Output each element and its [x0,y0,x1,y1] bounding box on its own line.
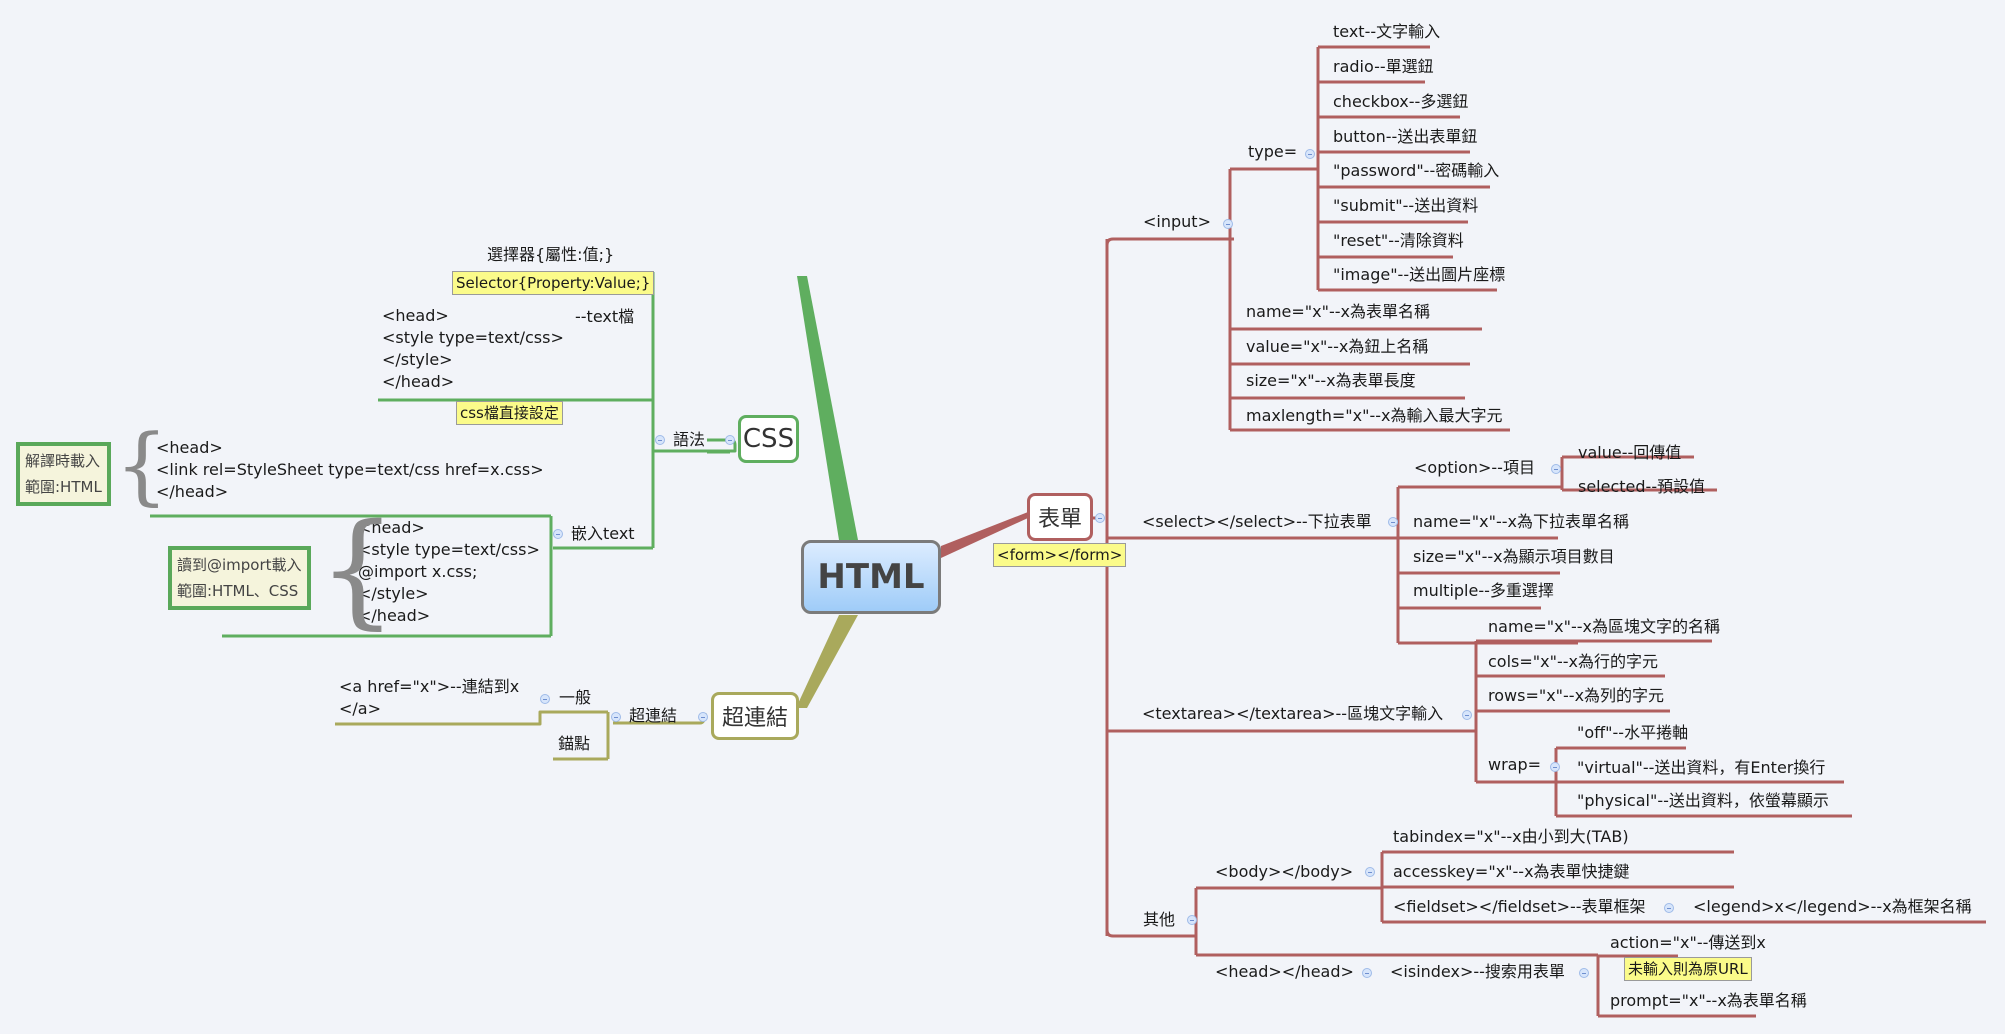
topic-isindex[interactable]: <isindex>--搜索用表單 [1390,962,1565,981]
input-attr[interactable]: size="x"--x為表單長度 [1246,371,1416,390]
collapse-select-icon[interactable] [1388,517,1398,527]
topic-general[interactable]: 一般 [559,688,592,707]
css-import-block[interactable]: <head> <style type=text/css> @import x.c… [358,518,540,625]
brace-import: { [318,498,397,642]
brace-link: { [115,416,169,514]
wrap-value[interactable]: "physical"--送出資料，依螢幕顯示 [1577,791,1829,810]
sticky-import-note: 讀到@import載入 範圍:HTML、CSS [168,546,311,610]
select-attr[interactable]: multiple--多重選擇 [1413,581,1554,600]
topic-textarea[interactable]: <textarea></textarea>--區塊文字輸入 [1142,704,1444,723]
topic-embed[interactable]: 嵌入text [571,524,635,543]
textarea-attr[interactable]: rows="x"--x為列的字元 [1488,686,1665,705]
wrap-value[interactable]: "off"--水平捲軸 [1577,723,1689,742]
topic-anchor[interactable]: 錨點 [558,734,591,753]
type-item[interactable]: "reset"--清除資料 [1333,231,1464,250]
collapse-other-icon[interactable] [1187,915,1197,925]
input-attr[interactable]: value="x"--x為鈕上名稱 [1246,337,1429,356]
topic-hyperlink[interactable]: 超連結 [629,706,678,725]
collapse-textarea-icon[interactable] [1462,710,1472,720]
option-attr[interactable]: value--回傳值 [1578,443,1682,462]
topic-input[interactable]: <input> [1143,212,1211,231]
collapse-option-icon[interactable] [1551,464,1561,474]
topic-option[interactable]: <option>--項目 [1414,458,1535,477]
wrap-value[interactable]: "virtual"--送出資料，有Enter換行 [1577,758,1826,777]
textarea-attr[interactable]: name="x"--x為區塊文字的名稱 [1488,617,1720,636]
input-attr[interactable]: name="x"--x為表單名稱 [1246,302,1430,321]
collapse-type-icon[interactable] [1305,149,1315,159]
collapse-hyperlink-sub-icon[interactable] [611,712,621,722]
branch-hyperlink [796,615,858,708]
collapse-syntax-icon[interactable] [655,435,665,445]
type-item[interactable]: button--送出表單鈕 [1333,127,1478,146]
topic-syntax[interactable]: 語法 [673,430,706,449]
collapse-embed-icon[interactable] [553,529,563,539]
body-item[interactable]: <fieldset></fieldset>--表單框架 [1393,897,1646,916]
body-item[interactable]: accesskey="x"--x為表單快捷鍵 [1393,862,1630,881]
type-item[interactable]: "image"--送出圖片座標 [1333,265,1506,284]
collapse-general-icon[interactable] [540,694,550,704]
collapse-head-icon[interactable] [1362,968,1372,978]
note-selector: Selector{Property:Value;} [452,271,655,295]
type-item[interactable]: text--文字輸入 [1333,22,1441,41]
body-item[interactable]: tabindex="x"--x由小到大(TAB) [1393,827,1629,846]
collapse-hyperlink-icon[interactable] [698,712,708,722]
topic-head[interactable]: <head></head> [1215,962,1354,981]
textarea-attr[interactable]: cols="x"--x為行的字元 [1488,652,1658,671]
legend-item[interactable]: <legend>x</legend>--x為框架名稱 [1693,897,1972,916]
note-form-tag: <form></form> [993,543,1127,567]
topic-other[interactable]: 其他 [1143,910,1176,929]
isindex-item[interactable]: prompt="x"--x為表單名稱 [1610,991,1807,1010]
central-node-html[interactable]: HTML [801,540,941,614]
collapse-wrap-icon[interactable] [1550,762,1560,772]
branch-css [797,276,858,540]
type-item[interactable]: "password"--密碼輸入 [1333,161,1500,180]
topic-select[interactable]: <select></select>--下拉表單 [1142,512,1372,531]
node-css[interactable]: CSS [738,415,799,463]
note-isindex: 未輸入則為原URL [1624,957,1752,981]
collapse-isindex-icon[interactable] [1579,968,1589,978]
topic-body[interactable]: <body></body> [1215,862,1354,881]
input-attr[interactable]: maxlength="x"--x為輸入最大字元 [1246,406,1503,425]
type-item[interactable]: checkbox--多選鈕 [1333,92,1469,111]
option-attr[interactable]: selected--預設值 [1578,477,1706,496]
sticky-link-note: 解譯時載入 範圍:HTML [16,442,111,506]
node-form[interactable]: 表單 [1027,493,1093,541]
type-item[interactable]: radio--單選鈕 [1333,57,1434,76]
branch-form [941,512,1028,558]
css-link-block[interactable]: <head> <link rel=StyleSheet type=text/cs… [156,438,544,501]
collapse-input-icon[interactable] [1223,219,1233,229]
node-css-label: CSS [742,424,795,454]
isindex-item[interactable]: action="x"--傳送到x [1610,933,1766,952]
select-attr[interactable]: size="x"--x為顯示項目數目 [1413,547,1615,566]
collapse-fieldset-icon[interactable] [1664,903,1674,913]
selector-title[interactable]: 選擇器{屬性:值;} [487,245,615,264]
type-item[interactable]: "submit"--送出資料 [1333,196,1479,215]
topic-wrap[interactable]: wrap= [1488,755,1542,774]
collapse-css-icon[interactable] [725,435,735,445]
collapse-form-icon[interactable] [1095,513,1105,523]
node-hyperlink-label: 超連結 [721,706,788,731]
css-text-suffix: --text檔 [575,307,635,326]
css-text-block[interactable]: <head> <style type=text/css> </style> </… [382,306,564,391]
node-hyperlink[interactable]: 超連結 [711,692,799,740]
central-label: HTML [817,557,925,597]
topic-input-type[interactable]: type= [1248,142,1298,161]
note-css-direct: css檔直接設定 [456,401,563,425]
collapse-body-icon[interactable] [1365,867,1375,877]
select-attr[interactable]: name="x"--x為下拉表單名稱 [1413,512,1629,531]
anchor-tag-code[interactable]: <a href="x">--連結到x </a> [339,677,520,718]
node-form-label: 表單 [1037,507,1082,532]
